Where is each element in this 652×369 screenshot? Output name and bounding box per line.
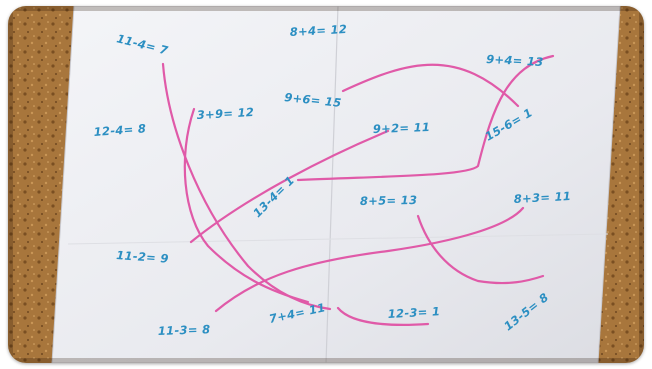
paper-sheet xyxy=(51,6,621,363)
equation: 9+2= 11 xyxy=(373,120,431,136)
worksheet-photo: 11-4= 7 12-4= 8 3+9= 12 11-2= 9 11-3= 8 … xyxy=(8,6,644,363)
equation: 11-2= 9 xyxy=(116,248,169,266)
equation: 12-3= 1 xyxy=(387,304,440,321)
equation: 12-4= 8 xyxy=(93,121,146,139)
equation: 9+6= 15 xyxy=(284,90,343,110)
match-line xyxy=(183,107,310,304)
equation: 8+4= 12 xyxy=(289,22,347,39)
match-line xyxy=(189,129,390,244)
equation: 3+9= 12 xyxy=(196,105,254,122)
paper-fold-horizontal xyxy=(67,233,609,245)
match-line xyxy=(214,206,525,313)
match-line xyxy=(161,62,332,311)
match-line xyxy=(341,63,520,108)
photo-canvas: 11-4= 7 12-4= 8 3+9= 12 11-2= 9 11-3= 8 … xyxy=(8,6,644,363)
equation: 8+3= 11 xyxy=(513,189,571,206)
paper-fold xyxy=(325,6,339,363)
equations-left: 11-4= 7 12-4= 8 3+9= 12 11-2= 9 11-3= 8 xyxy=(93,31,254,338)
equation: 8+5= 13 xyxy=(360,193,418,208)
equation: 9+4= 13 xyxy=(486,52,544,69)
match-line xyxy=(416,214,545,285)
match-line xyxy=(336,306,430,326)
matching-lines xyxy=(161,54,555,326)
equation: 11-3= 8 xyxy=(158,322,211,338)
match-line xyxy=(296,54,555,182)
